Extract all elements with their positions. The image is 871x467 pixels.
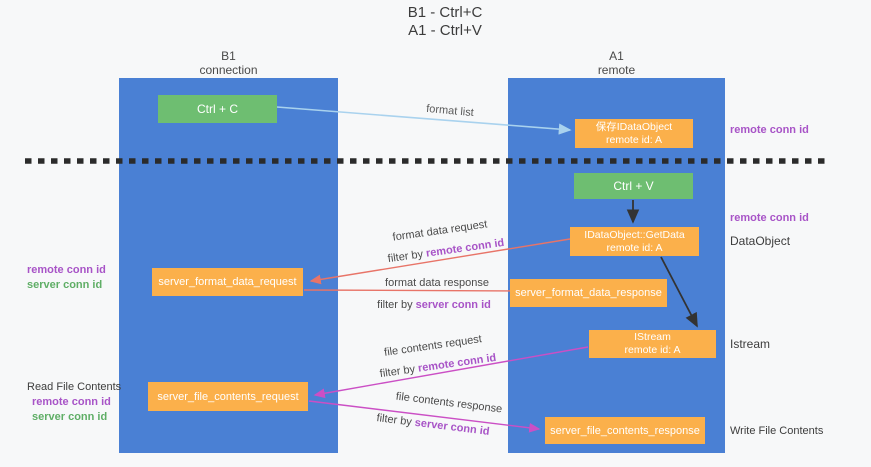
server-conn-id-text: server conn id <box>415 299 491 311</box>
node-server-format-data-response: server_format_data_response <box>510 279 667 307</box>
left-label-group-format: remote conn id server conn id <box>27 263 106 293</box>
filter-by-text: filter by <box>377 299 413 311</box>
right-column-role: remote <box>597 63 636 77</box>
right-label-write-file-contents: Write File Contents <box>730 425 824 437</box>
right-column-header: A1 remote <box>508 49 725 77</box>
node-istream: IStream remote id: A <box>589 330 716 358</box>
edge-label-filter-server-2: filter by server conn id <box>376 412 490 438</box>
node-save-idataobject-line1: 保存IDataObject <box>595 120 673 133</box>
remote-conn-id-text: remote conn id <box>417 351 497 375</box>
left-column-header: B1 connection <box>119 49 338 77</box>
right-label-dataobject: DataObject <box>730 234 791 248</box>
node-server-file-contents-request: server_file_contents_request <box>148 382 308 411</box>
edge-label-filter-server-1: filter by server conn id <box>377 299 491 311</box>
filter-by-text: filter by <box>379 363 416 381</box>
left-column-role: connection <box>199 63 258 77</box>
edge-label-format-data-request: format data request <box>391 218 489 244</box>
edge-label-format-list: format list <box>425 102 475 120</box>
left-remote-conn-id-1: remote conn id <box>27 264 106 276</box>
node-getdata-line1: IDataObject::GetData <box>584 228 685 241</box>
filter-by-text: filter by <box>387 248 424 266</box>
left-remote-conn-id-2: remote conn id <box>32 396 111 408</box>
server-conn-id-text: server conn id <box>414 416 491 438</box>
right-label-remote-conn-id-top: remote conn id <box>730 124 809 136</box>
page-title: B1 - Ctrl+C A1 - Ctrl+V <box>300 4 590 40</box>
left-label-group-file: Read File Contents remote conn id server… <box>27 380 121 425</box>
left-read-file-contents: Read File Contents <box>27 381 122 393</box>
node-server-format-data-request: server_format_data_request <box>152 268 303 296</box>
node-istream-line2: remote id: A <box>624 344 681 356</box>
right-label-istream: Istream <box>730 337 771 351</box>
remote-conn-id-text: remote conn id <box>425 236 505 260</box>
left-column-name: B1 <box>221 49 236 63</box>
edge-label-file-contents-response: file contents response <box>395 390 503 416</box>
node-save-idataobject-line2: remote id: A <box>605 133 663 146</box>
node-idataobject-getdata: IDataObject::GetData remote id: A <box>570 227 699 256</box>
node-ctrl-v: Ctrl + V <box>574 173 693 199</box>
node-istream-line1: IStream <box>634 331 671 343</box>
title-line-a1: A1 - Ctrl+V <box>408 22 482 39</box>
node-save-idataobject: 保存IDataObject remote id: A <box>575 119 693 148</box>
node-getdata-line2: remote id: A <box>606 241 663 254</box>
filter-by-text: filter by <box>375 412 413 429</box>
right-label-remote-conn-id-mid: remote conn id <box>730 212 809 224</box>
node-ctrl-c: Ctrl + C <box>158 95 277 123</box>
left-server-conn-id-1: server conn id <box>27 279 103 291</box>
right-column-name: A1 <box>609 49 624 63</box>
arrow-format-data-response <box>303 286 536 296</box>
title-line-b1: B1 - Ctrl+C <box>407 4 483 21</box>
edge-label-format-data-response: format data response <box>385 277 489 289</box>
node-server-file-contents-response: server_file_contents_response <box>545 417 705 444</box>
left-server-conn-id-2: server conn id <box>32 411 108 423</box>
